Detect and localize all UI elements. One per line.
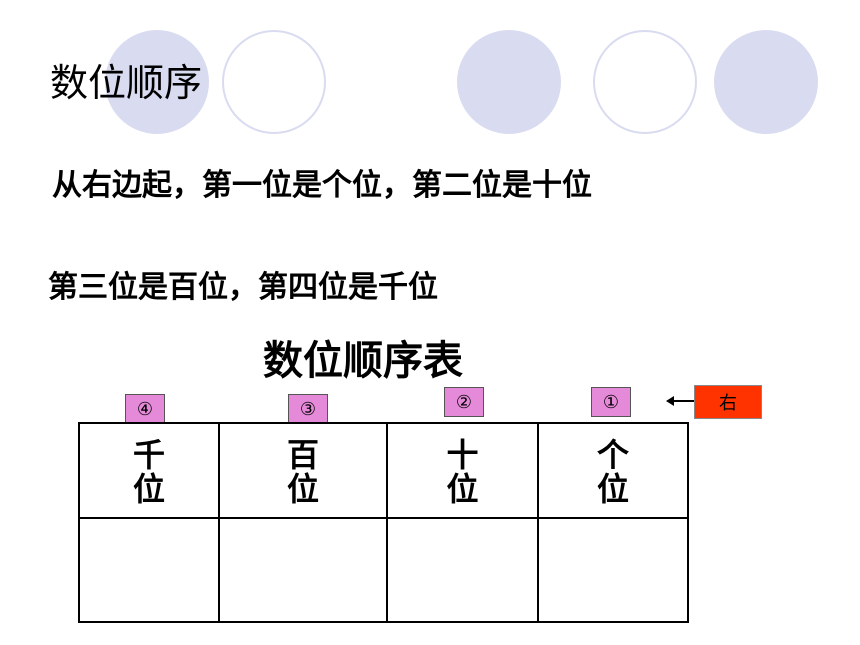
header-cell-hundreds: 百 位: [218, 422, 388, 519]
table-header-row: 千 位 百 位 十 位 个 位: [78, 422, 689, 519]
ones-label-bottom: 位: [596, 470, 629, 508]
hundreds-label-top: 百: [286, 436, 319, 474]
empty-cell-thousands: [78, 517, 220, 623]
decor-circle-4: [593, 30, 697, 134]
position-marker-1: ①: [591, 387, 631, 417]
tens-label-top: 十: [446, 436, 479, 474]
decor-circle-2: [222, 30, 326, 134]
page-title: 数位顺序: [50, 61, 203, 105]
table-empty-row: [78, 517, 689, 623]
explanation-line-1: 从右边起，第一位是个位，第二位是十位: [52, 168, 592, 203]
left-arrow-icon: [666, 396, 694, 406]
empty-cell-ones: [537, 517, 689, 623]
position-marker-3: ③: [288, 394, 328, 424]
ones-label-top: 个: [596, 436, 629, 474]
table-title: 数位顺序表: [263, 338, 463, 384]
position-marker-2: ②: [444, 387, 484, 417]
thousands-label-top: 千: [132, 436, 165, 474]
right-label-box: 右: [694, 385, 762, 419]
header-cell-tens: 十 位: [386, 422, 539, 519]
explanation-line-2: 第三位是百位，第四位是千位: [48, 270, 438, 305]
header-cell-thousands: 千 位: [78, 422, 220, 519]
empty-cell-hundreds: [218, 517, 388, 623]
decor-circle-1: [105, 30, 209, 134]
position-marker-4: ④: [125, 394, 165, 424]
place-value-table: 千 位 百 位 十 位 个 位: [78, 422, 689, 623]
hundreds-label-bottom: 位: [286, 470, 319, 508]
header-cell-ones: 个 位: [537, 422, 689, 519]
empty-cell-tens: [386, 517, 539, 623]
tens-label-bottom: 位: [446, 470, 479, 508]
thousands-label-bottom: 位: [132, 470, 165, 508]
decor-circle-3: [457, 30, 561, 134]
decor-circle-5: [714, 30, 818, 134]
